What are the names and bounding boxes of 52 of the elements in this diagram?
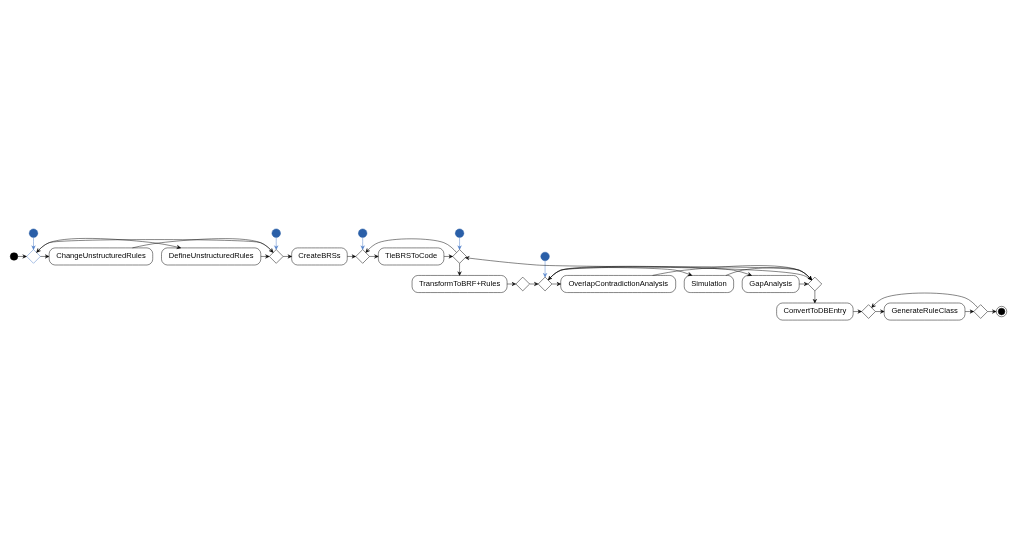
arrow bbox=[547, 265, 752, 280]
node-circle bbox=[540, 251, 550, 261]
arrow bbox=[132, 237, 274, 253]
arrow bbox=[799, 281, 809, 286]
node-circle bbox=[271, 228, 281, 238]
arrow bbox=[40, 254, 50, 258]
arrow bbox=[457, 262, 462, 276]
arrow bbox=[652, 264, 812, 280]
node-circle bbox=[358, 228, 368, 238]
arrow bbox=[365, 238, 457, 253]
node-box: CreateBRSs bbox=[291, 247, 348, 265]
node-box: ChangeUnstructuredRules bbox=[48, 247, 153, 265]
arrow bbox=[543, 260, 547, 277]
arrow bbox=[457, 236, 462, 250]
arrow bbox=[853, 309, 862, 313]
arrow bbox=[551, 281, 561, 286]
node-diamond bbox=[452, 248, 467, 264]
arrow bbox=[465, 255, 812, 281]
arrow bbox=[282, 254, 292, 258]
arrow bbox=[875, 309, 885, 313]
node-circle bbox=[10, 251, 19, 260]
arrow bbox=[260, 254, 270, 258]
node-box: OverlapContradictionAnalysis bbox=[560, 274, 676, 293]
arrow bbox=[347, 254, 356, 258]
arrow bbox=[360, 236, 365, 250]
arrow bbox=[36, 238, 274, 253]
arrow bbox=[547, 266, 812, 280]
node-box: Simulation bbox=[684, 274, 734, 293]
arrow bbox=[547, 266, 693, 280]
arrow bbox=[812, 290, 817, 303]
node-box: ConvertToDBEntry bbox=[776, 302, 854, 320]
node-box: GapAnalysis bbox=[741, 274, 800, 293]
arrow bbox=[443, 254, 453, 258]
arrow bbox=[964, 309, 974, 313]
arrow bbox=[529, 281, 539, 286]
arrow bbox=[987, 309, 997, 313]
arrow bbox=[369, 254, 379, 258]
arrow bbox=[31, 236, 36, 250]
arrow bbox=[17, 254, 27, 258]
node-diamond bbox=[973, 303, 988, 319]
node-circle bbox=[29, 228, 38, 238]
arrow bbox=[506, 281, 516, 286]
node-box: TransformToBRF+Rules bbox=[411, 274, 508, 293]
node-diamond bbox=[515, 276, 530, 291]
arrow bbox=[871, 292, 978, 308]
node-box: TieBRSToCode bbox=[378, 247, 445, 265]
node-box: GenerateRuleClass bbox=[884, 302, 966, 320]
node-box: DefineUnstructuredRules bbox=[161, 247, 262, 265]
arrow bbox=[36, 237, 181, 253]
arrow bbox=[274, 236, 279, 250]
node-circle bbox=[455, 228, 465, 238]
arrow bbox=[725, 266, 812, 280]
